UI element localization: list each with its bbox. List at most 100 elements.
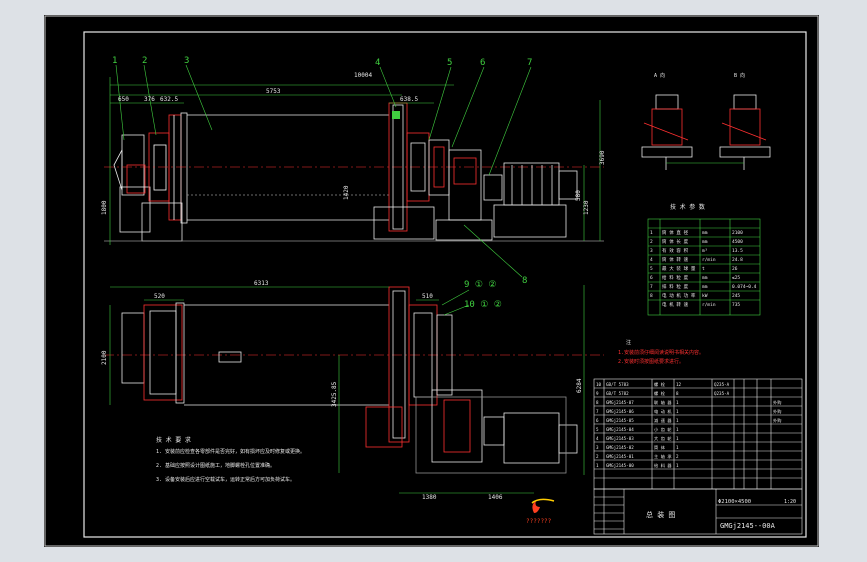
inner-frame (83, 31, 807, 538)
bearing-plan-left (143, 304, 183, 401)
parts-cell: 外购 (773, 417, 781, 424)
note-2: 2.安装时须按图纸要求进行。 (618, 358, 684, 365)
parts-cell: GMGj2145-04 (606, 427, 634, 432)
tech-req-3: 3. 设备安装后应进行空载试车，运转正常后方可加负荷试车。 (156, 476, 295, 483)
balloon-4: 4 (375, 58, 380, 68)
model-text: Φ2100×4500 (718, 499, 751, 505)
tech-cell: 2100 (732, 230, 743, 236)
parts-cell: Q235-A (714, 382, 730, 387)
parts-cell: 主 轴 承 (654, 453, 672, 460)
tech-cell: 24.8 (732, 257, 743, 263)
tech-cell: mm (702, 240, 708, 245)
tech-cell: mm (702, 276, 708, 281)
parts-cell: GMGj2145-07 (606, 400, 634, 405)
dim-3425: 3425.85 (331, 381, 338, 407)
tech-cell: 电 机 转 速 (662, 301, 689, 308)
parts-cell: 大 齿 轮 (654, 435, 672, 442)
parts-cell: 筒 体 (654, 444, 666, 451)
parts-cell: 电 动 机 (654, 408, 672, 415)
tech-table-title: 技 术 参 数 (670, 203, 705, 211)
tech-cell: 0.074~0.4 (732, 284, 757, 290)
drawing-number: GMGj2145--00A (720, 522, 776, 530)
dim-638: 638.5 (400, 96, 418, 103)
parts-cell: 4 (596, 436, 599, 441)
tech-cell: 4 (650, 257, 653, 263)
parts-cell: 6 (596, 418, 599, 423)
tech-cell: kW (702, 293, 708, 299)
dim-1420: 1420 (343, 185, 350, 200)
balloon-10: 10 ① ② (464, 300, 502, 310)
tech-cell: mm (702, 231, 708, 236)
tech-requirements: 技 术 要 求 1. 安装前应检查各零部件是否完好，如有损坏应及时修复或更换。 … (156, 436, 305, 483)
dim-580: 580 (575, 190, 582, 201)
parts-cell: 1 (676, 409, 679, 414)
parts-cell: 联 轴 器 (654, 399, 672, 406)
dim-6284: 6284 (576, 378, 583, 393)
parts-list (593, 378, 803, 490)
balloon-6: 6 (480, 58, 485, 68)
tech-req-2: 2. 基础应按照设计图纸施工，地脚螺栓孔位置准确。 (156, 462, 275, 469)
dim-520: 520 (154, 293, 165, 300)
tech-cell: 最 大 装 球 量 (662, 265, 696, 272)
tech-cell: 筒 体 直 径 (662, 229, 689, 236)
dim-10004: 10004 (354, 72, 372, 79)
dim-1380: 1380 (422, 494, 437, 501)
front-view (104, 64, 604, 278)
tech-cell: ≤25 (732, 275, 740, 281)
notes-title: 注 (626, 339, 631, 346)
assembly-drawing: 650 376 632.5 5753 10004 638.5 3690 1800… (44, 15, 819, 547)
view-label-a: A 向 (654, 72, 665, 79)
balloon-8: 8 (522, 276, 527, 286)
balloon-9: 9 ① ② (464, 280, 496, 290)
parts-cell: 10 (596, 382, 602, 387)
parts-cell: 12 (676, 382, 682, 387)
manhole-cover (218, 351, 242, 363)
parts-cell: GMGj2145-02 (606, 445, 634, 450)
tech-cell: r/min (702, 257, 716, 263)
tech-cell: 给 料 粒 度 (662, 274, 689, 281)
parts-cell: 1 (676, 418, 679, 423)
tech-cell: 7 (650, 284, 653, 290)
dim-2100: 2100 (101, 350, 108, 365)
parts-cell: 1 (676, 427, 679, 432)
parts-cell: GMGj2145-06 (606, 409, 634, 414)
tech-cell: 6 (650, 275, 653, 281)
company-name: ??????? (526, 518, 552, 525)
parts-cell: 螺 栓 (654, 390, 666, 397)
parts-cell: 9 (596, 391, 599, 396)
balloon-2: 2 (142, 56, 147, 66)
coupling-plan (483, 416, 505, 446)
big-gear-plan (388, 286, 410, 443)
parts-cell: 1 (676, 400, 679, 405)
tech-cell: 排 料 粒 度 (662, 283, 689, 290)
dim-5753: 5753 (266, 88, 281, 95)
scale-text: 1:20 (784, 499, 796, 505)
balloon-3: 3 (184, 56, 189, 66)
plan-view (104, 285, 604, 494)
parts-cell: GB/T 5783 (606, 382, 629, 387)
tech-param-table (647, 218, 761, 316)
parts-cell: GMGj2145-03 (606, 436, 634, 441)
dim-6313: 6313 (254, 280, 269, 287)
side-views (641, 94, 771, 170)
tech-cell: 4500 (732, 239, 743, 245)
coupling-front (483, 174, 503, 201)
parts-cell: 8 (676, 391, 679, 396)
parts-cell: GB/T 5782 (606, 391, 629, 396)
parts-cell: 小 齿 轮 (654, 426, 672, 433)
parts-cell: GMGj2145-05 (606, 418, 634, 423)
tech-req-title: 技 术 要 求 (156, 436, 191, 444)
tech-cell: 筒 体 长 度 (662, 238, 689, 245)
dim-1800: 1800 (101, 200, 108, 215)
parts-cell: GMGj2145-01 (606, 454, 634, 459)
dim-1230: 1230 (583, 200, 590, 215)
cad-canvas[interactable]: 650 376 632.5 5753 10004 638.5 3690 1800… (44, 15, 819, 547)
parts-cell: 7 (596, 409, 599, 414)
parts-cell: 外购 (773, 399, 781, 406)
tech-cell: 2 (650, 239, 653, 245)
drawing-name: 总 装 图 (646, 510, 675, 519)
tech-req-1: 1. 安装前应检查各零部件是否完好，如有损坏应及时修复或更换。 (156, 448, 305, 455)
dim-632: 632.5 (160, 96, 178, 103)
